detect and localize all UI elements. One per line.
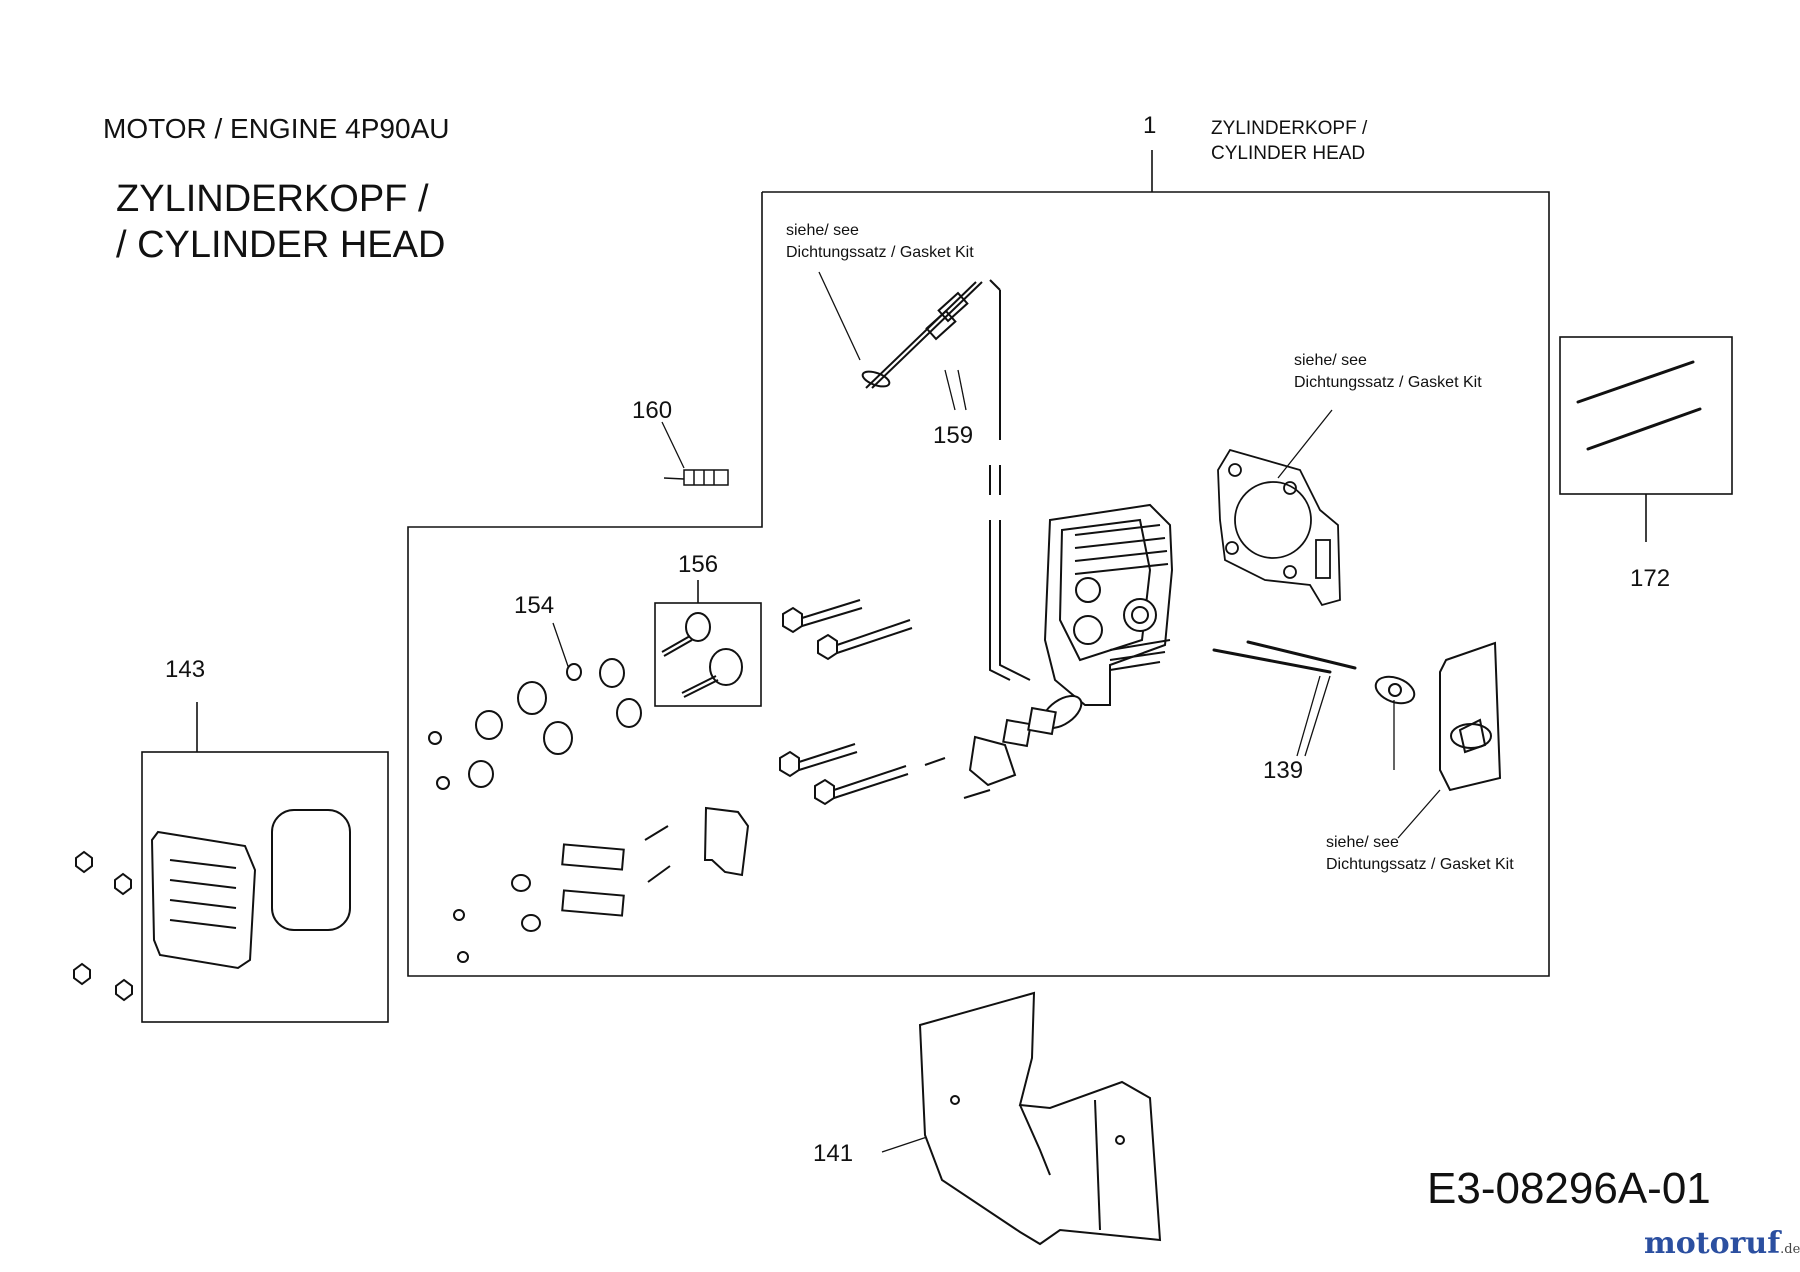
logo-tld: .de <box>1780 1242 1800 1257</box>
part-number-1[interactable]: 1 <box>1143 112 1157 139</box>
cylinder-head <box>1043 503 1174 706</box>
air-guide <box>918 991 1162 1246</box>
part-number-172[interactable]: 172 <box>1630 565 1671 592</box>
note-3-line2: Dichtungssatz / Gasket Kit <box>1326 856 1514 873</box>
note-1-line2: Dichtungssatz / Gasket Kit <box>786 244 974 261</box>
part-number-139[interactable]: 139 <box>1263 757 1304 784</box>
part-number-160[interactable]: 160 <box>632 397 673 424</box>
head-bolts <box>779 599 913 806</box>
intake-insulator <box>1374 641 1502 792</box>
valve-box <box>654 602 762 707</box>
head-gasket <box>1217 448 1341 607</box>
engine-title: MOTOR / ENGINE 4P90AU <box>103 113 450 144</box>
valve-cover <box>73 809 351 1002</box>
logo-text: motoruf <box>1644 1226 1781 1261</box>
note-2-line1: siehe/ see <box>1294 352 1367 369</box>
part-number-156[interactable]: 156 <box>678 551 719 578</box>
part-number-141[interactable]: 141 <box>813 1140 854 1167</box>
drawing-reference: E3-08296A-01 <box>1427 1164 1711 1213</box>
part-number-159[interactable]: 159 <box>933 422 974 449</box>
assembly-frame <box>407 191 1550 977</box>
motoruf-logo[interactable]: motoruf.de <box>1644 1226 1800 1261</box>
section-title-line2: / CYLINDER HEAD <box>116 224 446 266</box>
assembly-name-line1: ZYLINDERKOPF / <box>1211 118 1368 139</box>
part-number-143[interactable]: 143 <box>165 656 206 683</box>
note-2-line2: Dichtungssatz / Gasket Kit <box>1294 374 1482 391</box>
part-number-154[interactable]: 154 <box>514 592 555 619</box>
valve-cover-box <box>141 751 389 1023</box>
assembly-name-line2: CYLINDER HEAD <box>1211 143 1366 164</box>
spark-plug <box>663 469 729 486</box>
pushrod-box <box>1559 336 1733 495</box>
note-3-line1: siehe/ see <box>1326 834 1399 851</box>
section-title-line1: ZYLINDERKOPF / <box>116 178 429 220</box>
note-1-line1: siehe/ see <box>786 222 859 239</box>
